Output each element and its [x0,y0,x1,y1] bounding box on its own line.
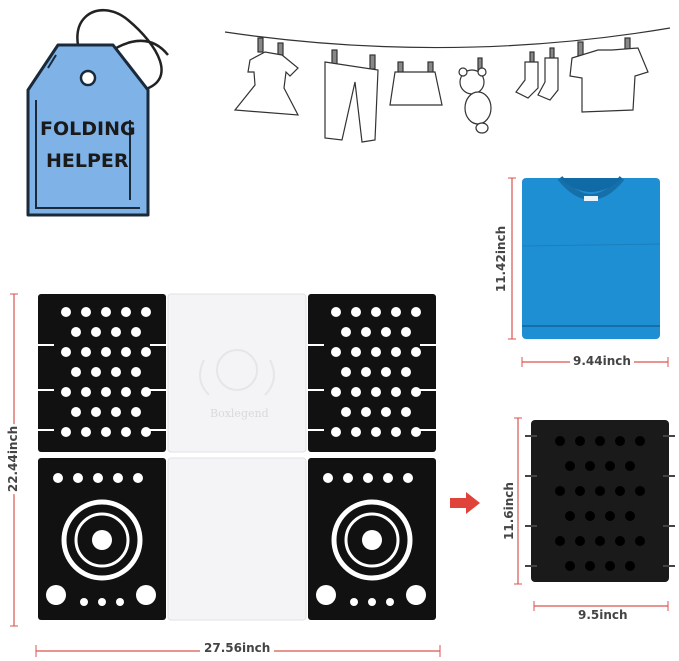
skirt-icon [389,61,443,106]
panel-bottom-middle [167,457,307,621]
folding-board-open: Boxlegend [34,290,444,630]
panel-top-right [308,294,436,452]
brand-watermark: Boxlegend [210,407,269,420]
folded-width-line [532,596,670,611]
pants-icon [324,49,379,143]
clothesline-illustration [220,10,675,150]
socks-icon [515,47,559,101]
tag-icon [26,9,169,217]
shirt-height-line [508,176,516,341]
folded-height-label: 11.6inch [501,482,516,540]
folded-height-line [514,416,522,586]
panel-top-middle [167,293,307,453]
clothesline-icon [224,27,671,143]
panel-bottom-left [38,458,166,620]
panel-top-left [38,294,166,452]
shirt-width-label: 9.44inch [570,354,634,368]
teddy-bear-icon [458,57,492,134]
tshirt-icon [521,176,661,339]
folding-board-folded [525,416,675,586]
tag-line-2: HELPER [46,150,129,172]
tag-line-1: FOLDING [40,118,136,140]
board-height-label: 22.44inch [6,423,21,495]
arrow-icon [448,490,482,516]
folded-board-icon [525,420,675,582]
folding-helper-tag: FOLDING HELPER [18,0,198,225]
folded-width-label: 9.5inch [578,608,628,622]
panel-bottom-right [308,458,436,620]
board-width-label: 27.56inch [200,641,275,655]
shirt-icon [569,37,649,113]
dress-icon [233,37,300,116]
folding-board-icon [38,293,436,621]
shirt-height-label: 11.42inch [494,225,509,293]
tshirt-photo [520,176,662,341]
